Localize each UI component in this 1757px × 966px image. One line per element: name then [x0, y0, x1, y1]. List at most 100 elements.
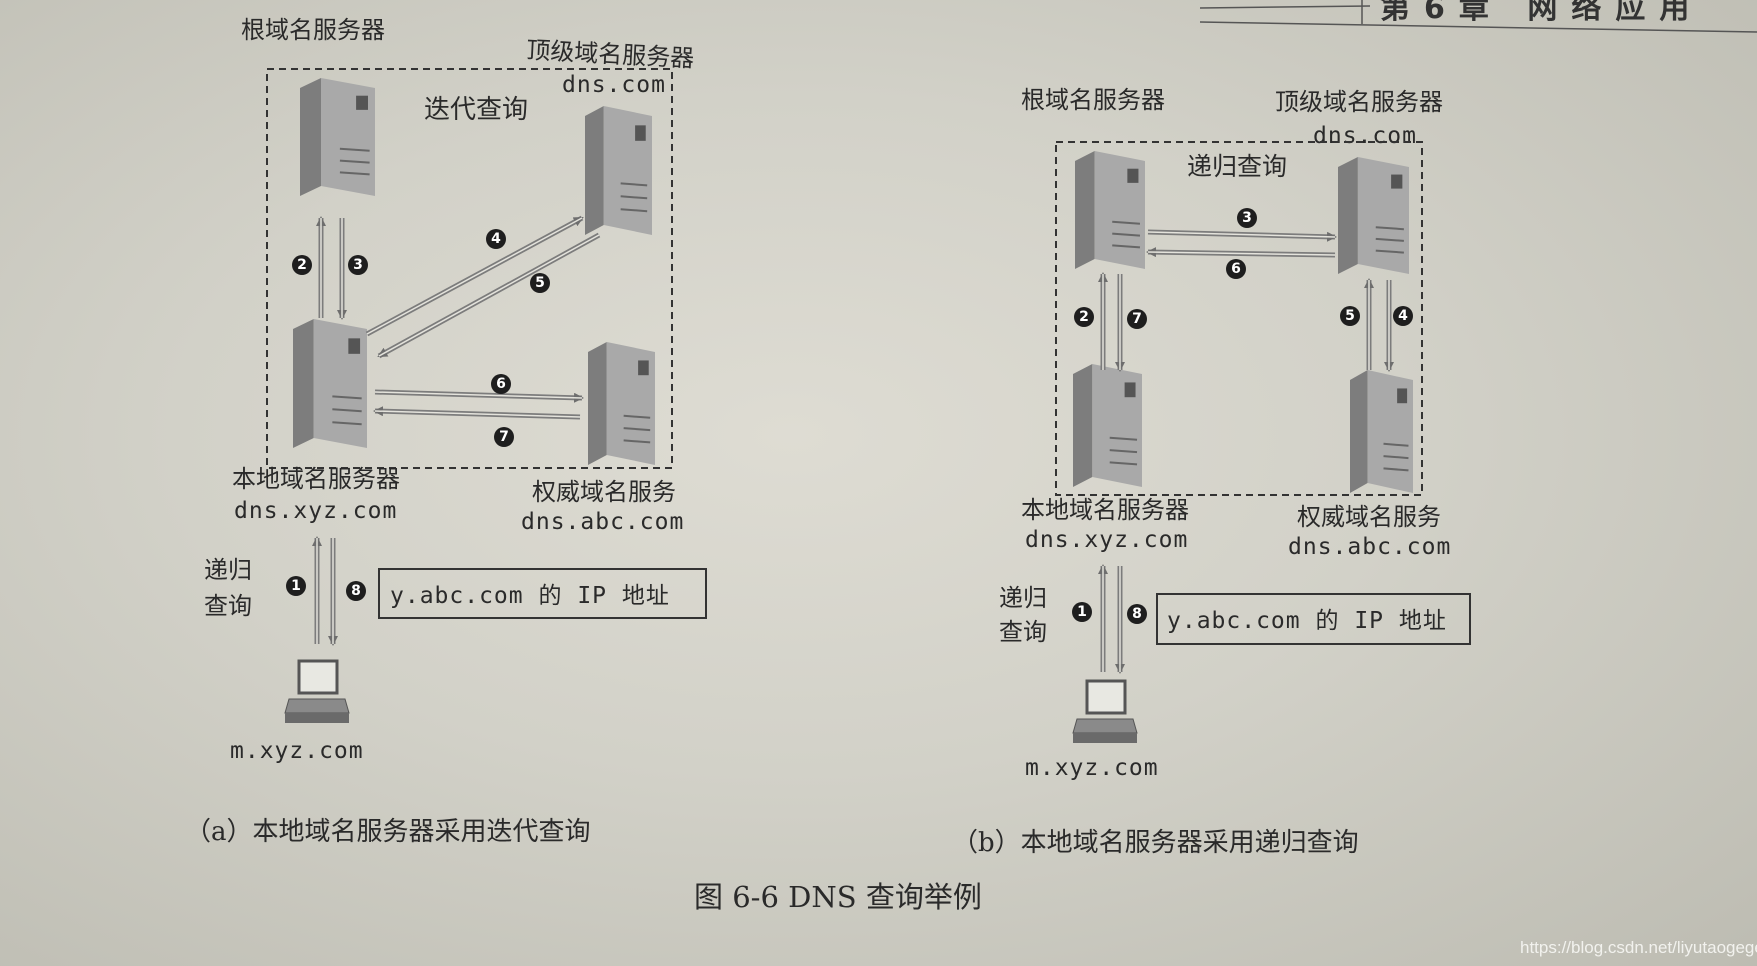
server-slot — [339, 171, 370, 176]
server-slot — [332, 421, 362, 426]
step-5-badge: 5 — [1340, 306, 1360, 326]
local-server-icon — [293, 319, 367, 448]
step-circle — [1127, 604, 1147, 624]
server-slot — [623, 439, 651, 444]
server-slot — [620, 195, 648, 200]
result-text: y.abc.com 的 IP 地址 — [1167, 608, 1447, 634]
keyboard — [284, 698, 350, 714]
step-4-badge: 4 — [486, 229, 506, 249]
auth-server-label: 权威域名服务 — [532, 478, 676, 506]
server-side — [585, 106, 604, 235]
auth-server-label: 权威域名服务 — [1297, 503, 1441, 531]
step-circle — [486, 229, 506, 249]
server-side — [293, 319, 314, 448]
step-circle — [286, 576, 306, 596]
monitor — [297, 659, 339, 695]
step-7-badge: 7 — [1127, 309, 1147, 329]
arrow-step-3 — [1147, 229, 1337, 242]
auth-server-icon — [588, 342, 655, 465]
server-side — [1073, 364, 1093, 487]
step-3-badge: 3 — [1237, 208, 1257, 228]
arrow-inner — [374, 391, 583, 399]
local-server-label: 本地域名服务器 — [232, 465, 400, 493]
server-slot — [1112, 232, 1141, 237]
step-7-badge: 7 — [494, 427, 514, 447]
server-slot — [1112, 220, 1141, 225]
step-number: 7 — [499, 429, 509, 445]
server-panel — [356, 95, 368, 110]
iterative-boundary — [266, 68, 673, 469]
arrow-inner — [1147, 231, 1336, 238]
client-query-label-2: 查询 — [999, 618, 1047, 646]
arrow-step-6 — [374, 389, 584, 403]
step-circle — [1127, 309, 1147, 329]
server-slot — [623, 414, 651, 419]
root-server-label: 根域名服务器 — [241, 16, 385, 44]
server-slot — [623, 427, 651, 432]
auth-server-icon — [1350, 370, 1413, 493]
panel-b-recursive: 根域名服务器 顶级域名服务器 dns.com 递归查询 3 6 2 7 5 4 … — [952, 86, 1471, 858]
client-computer-icon — [284, 659, 350, 723]
step-2-badge: 2 — [292, 255, 312, 275]
tld-server-label: 顶级域名服务器 — [526, 36, 695, 73]
auth-host: dns.abc.com — [521, 509, 684, 535]
step-number: 8 — [351, 583, 361, 599]
step-1-badge: 1 — [1072, 602, 1092, 622]
step-6-badge: 6 — [491, 374, 511, 394]
arrow-inner — [1147, 251, 1336, 256]
step-number: 6 — [1231, 261, 1241, 277]
step-circle — [1393, 306, 1413, 326]
tld-host: dns.com — [562, 72, 666, 98]
step-circle — [494, 427, 514, 447]
local-server-label: 本地域名服务器 — [1021, 496, 1189, 524]
step-number: 3 — [1242, 210, 1252, 226]
tld-server-icon — [1338, 157, 1409, 274]
step-number: 3 — [353, 257, 363, 273]
server-slot — [339, 159, 370, 164]
arrow-inner — [366, 217, 583, 335]
step-number: 4 — [1398, 308, 1408, 324]
server-slot — [620, 182, 648, 187]
client-query-label-2: 查询 — [204, 592, 252, 620]
server-slot — [339, 147, 370, 152]
step-number: 2 — [1079, 309, 1089, 325]
server-slot — [1112, 244, 1141, 249]
root-server-icon — [300, 78, 375, 196]
local-host: dns.xyz.com — [1025, 527, 1188, 553]
server-slot — [1375, 249, 1404, 254]
step-circle — [1074, 307, 1094, 327]
base — [285, 713, 349, 723]
client-query-label: 递归 — [204, 556, 252, 584]
server-slot — [1109, 436, 1138, 441]
result-box — [1156, 593, 1471, 645]
step-number: 8 — [1132, 606, 1142, 622]
server-side — [1338, 157, 1358, 274]
step-number: 5 — [535, 275, 545, 291]
step-number: 5 — [1345, 308, 1355, 324]
step-circle — [1237, 208, 1257, 228]
server-side — [588, 342, 607, 465]
result-box — [378, 568, 707, 619]
step-circle — [1072, 602, 1092, 622]
server-panel — [635, 125, 646, 141]
step-circle — [1340, 306, 1360, 326]
step-circle — [491, 374, 511, 394]
step-6-badge: 6 — [1226, 259, 1246, 279]
step-number: 1 — [1077, 604, 1087, 620]
keyboard — [1072, 718, 1138, 734]
server-slot — [1375, 237, 1404, 242]
server-slot — [1383, 442, 1409, 447]
caption-a: （a）本地域名服务器采用迭代查询 — [185, 817, 591, 847]
step-1-badge: 1 — [286, 576, 306, 596]
server-side — [300, 78, 321, 196]
chapter-title: 第6章 网络应用 — [1380, 0, 1703, 26]
step-number: 1 — [291, 578, 301, 594]
client-computer-icon — [1072, 679, 1138, 743]
client-host: m.xyz.com — [1025, 755, 1159, 781]
step-3-badge: 3 — [348, 255, 368, 275]
root-server-label: 根域名服务器 — [1021, 86, 1165, 114]
arrow-step-7 — [373, 406, 581, 420]
base — [1073, 733, 1137, 743]
recursive-query-title: 递归查询 — [1187, 152, 1287, 181]
